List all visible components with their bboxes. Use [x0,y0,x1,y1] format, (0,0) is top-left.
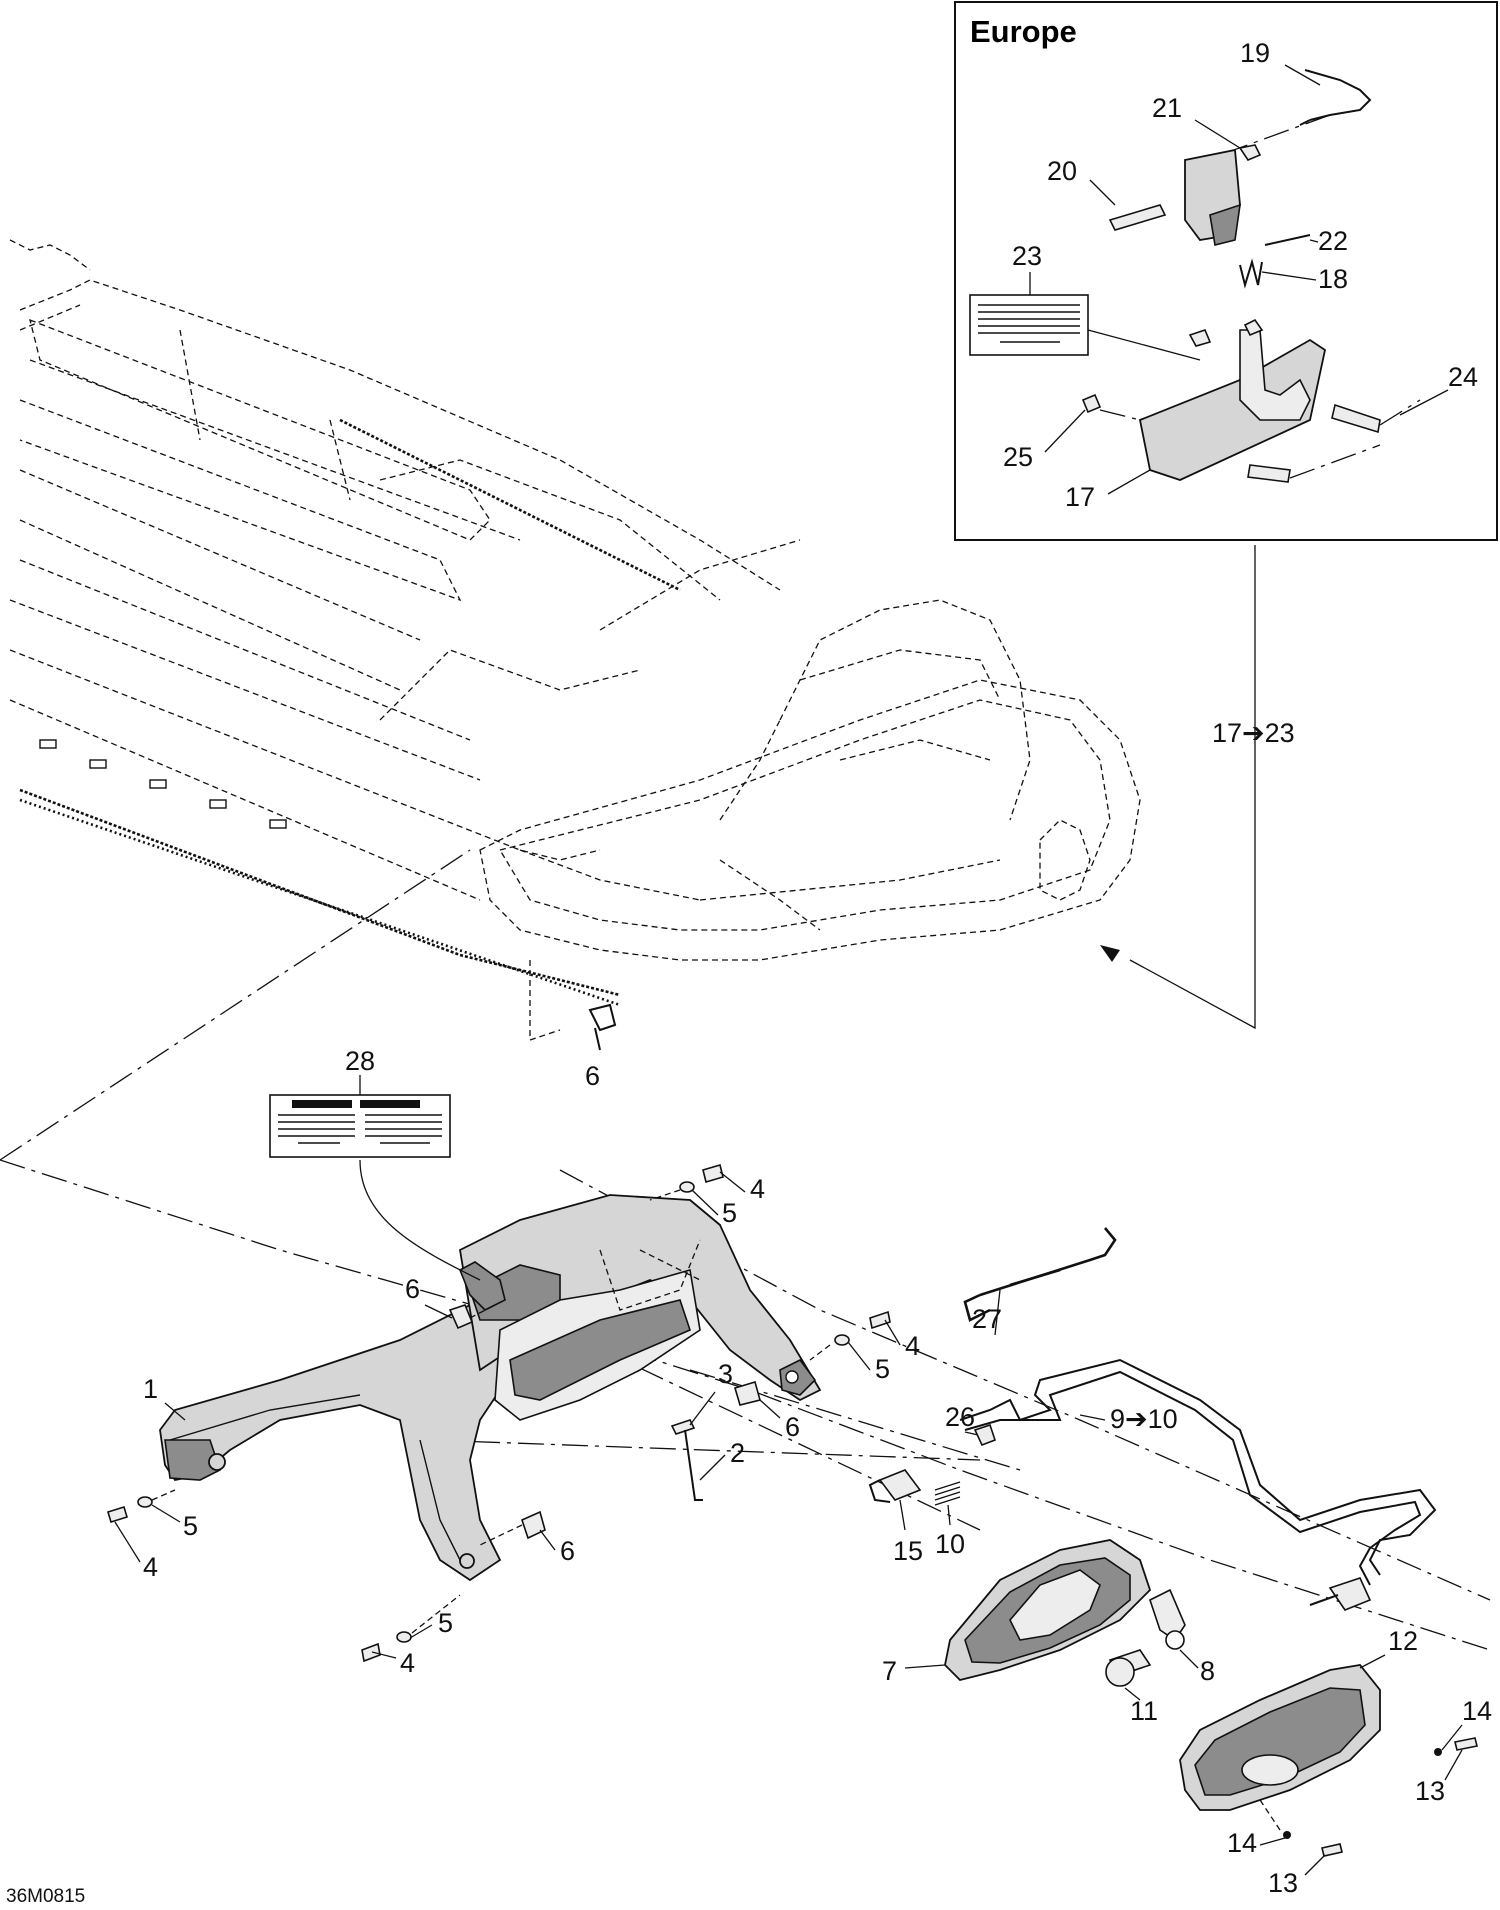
part-25-nut [1081,393,1102,414]
taillight-assembly [868,1227,1478,1857]
washer-14-right [1434,1748,1442,1756]
part-10-terminals [934,1481,961,1506]
washer-5-top [679,1181,695,1193]
callout-5-bottom: 5 [438,1608,453,1638]
callout-19: 19 [1240,38,1270,68]
part-24-bolt [1331,403,1381,434]
callout-8: 8 [1200,1656,1215,1686]
callout-26: 26 [945,1402,975,1432]
part-20-bolt [1108,204,1167,231]
callout-12: 12 [1388,1626,1418,1656]
figure-code: 36M0815 [6,1886,85,1907]
callout-11: 11 [1130,1696,1158,1726]
part-3-clip [670,1419,696,1435]
callout-7: 7 [882,1656,897,1686]
callout-6-left: 6 [405,1274,420,1304]
callout-20: 20 [1047,156,1077,186]
callout-23: 23 [1012,241,1042,271]
inset-title: Europe [970,14,1077,49]
part-22-pin [1264,234,1311,246]
fasteners [107,1163,891,1663]
callouts: 6 28 4 5 6 27 4 5 3 1 6 26 9➔10 2 5 4 6 [114,1046,1492,1898]
callout-9-10: 9➔10 [1110,1404,1178,1434]
tunnel-chassis [9,239,1141,1051]
part-9-10-harness [959,1358,1437,1576]
screw-4-top [702,1163,724,1184]
part-18-spring [1239,258,1263,289]
screw-4-right [869,1310,891,1330]
screw-6-lower [521,1510,546,1540]
washer-14-bottom [1283,1831,1291,1839]
callout-18: 18 [1318,264,1348,294]
washer-5-left [137,1496,153,1508]
part-15-connector [878,1469,922,1501]
rear-bumper-assembly [159,1194,822,1582]
assembly-lines [0,849,1491,1651]
callout-15: 15 [893,1536,923,1566]
callout-21: 21 [1152,93,1182,123]
screw-13-right [1454,1737,1478,1751]
callout-24: 24 [1448,362,1478,392]
callout-14-bottom: 14 [1227,1828,1257,1858]
screw-13-bottom [1321,1843,1343,1857]
callout-5-left: 5 [183,1511,198,1541]
callout-4-left: 4 [143,1552,158,1582]
callout-10: 10 [935,1529,965,1559]
part-28-warning-label [269,1094,481,1281]
callout-22: 22 [1318,226,1348,256]
callout-13-bottom: 13 [1268,1868,1298,1898]
screw-4-left [107,1505,128,1524]
part-26-clip [973,1423,997,1447]
callout-6-middle: 6 [785,1412,800,1442]
washer-5-right [834,1334,850,1346]
part-21-nut [1238,144,1262,161]
callout-6-top: 6 [585,1061,600,1091]
callout-5-right: 5 [875,1354,890,1384]
inset-range-label: 17➔23 [1212,718,1295,748]
callout-28: 28 [345,1046,375,1076]
callout-4-right: 4 [905,1331,920,1361]
callout-4-top: 4 [750,1174,765,1204]
callout-5-top: 5 [722,1198,737,1228]
callout-25: 25 [1003,442,1033,472]
callout-4-bottom: 4 [400,1648,415,1678]
washer-5-bottom [396,1631,412,1643]
callout-1: 1 [143,1374,158,1404]
europe-inset: Europe 19 21 20 [954,1,1498,541]
callout-3: 3 [718,1359,733,1389]
callout-17: 17 [1065,482,1095,512]
part-2-rivet [684,1429,703,1501]
part-23-label [969,294,1089,356]
inset-pointer [1100,545,1256,1030]
callout-14-right: 14 [1462,1696,1492,1726]
screw-4-bottom [361,1642,381,1663]
callout-13-right: 13 [1415,1776,1445,1806]
callout-2: 2 [730,1438,745,1468]
callout-6-lower: 6 [560,1536,575,1566]
screw-6-left [448,1304,474,1330]
